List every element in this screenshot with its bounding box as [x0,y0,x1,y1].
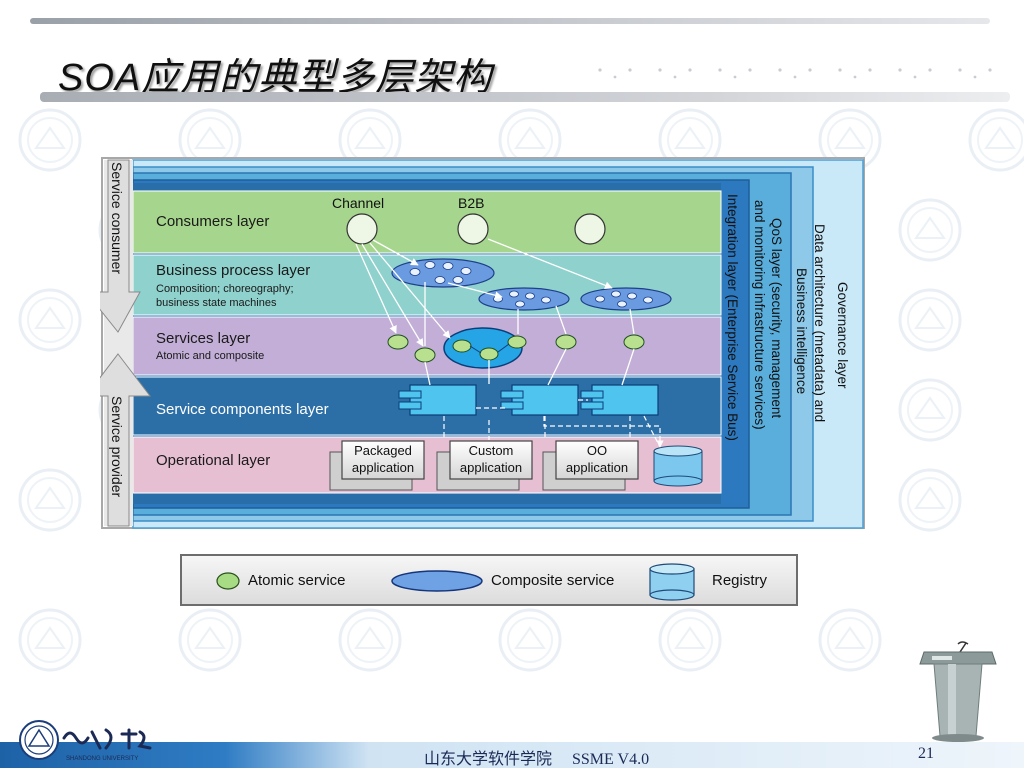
dashed-connectors [443,399,664,448]
atomic-service-legend-icon [216,572,240,590]
operational-layer-title: Operational layer [156,452,270,469]
channel-consumer [346,213,378,245]
qos-layer-label-line2: and monitoring infrastructure services) [752,200,767,430]
soa-layers-diagram: Service consumer Service provider Consum… [100,157,865,529]
services-layer-subtitle: Atomic and composite [156,350,264,362]
service-components-layer-title: Service components layer [156,401,329,418]
title-bar-bottom [40,92,1010,102]
connectors [355,238,635,386]
atomic-service-3 [555,334,577,350]
legend-registry: Registry [712,572,768,589]
legend-box: Atomic service Composite service Registr… [180,554,798,606]
integration-layer-label: Integration layer (Enterprise Service Bu… [725,194,740,441]
consumer-arrow [100,159,141,333]
process-composite-3 [580,287,672,311]
service-component-1 [398,384,477,416]
consumers-layer-title: Consumers layer [156,213,269,230]
oo-application-line2: application [566,460,628,475]
service-component-2 [500,384,579,416]
data-architecture-label-line2: Business intelligence [794,268,809,394]
footer-bar [0,742,1024,768]
process-composite-2 [478,287,570,311]
service-provider-label: Service provider [109,396,125,497]
channel-label: Channel [332,195,384,211]
atomic-service-4 [623,334,645,350]
other-consumer [574,213,606,245]
governance-layer-label: Governance layer [835,282,850,389]
university-logo: SHANDONG UNIVERSITY [19,720,152,762]
registry-legend-icon [649,563,695,601]
business-process-layer-subtitle-2: business state machines [156,297,277,309]
business-process-layer-subtitle: Composition; choreography; [156,283,294,295]
business-process-layer-title: Business process layer [156,262,310,279]
atomic-service-2 [414,347,436,363]
footer-center-text: 山东大学软件学院 SSME V4.0 [424,751,650,768]
service-component-3 [580,384,659,416]
logo-text: SHANDONG UNIVERSITY [66,756,138,762]
custom-application-line1: Custom [469,443,514,458]
oo-application-line1: OO [587,443,607,458]
packaged-application-line1: Packaged [354,443,412,458]
packaged-application-line2: application [352,460,414,475]
composite-service [443,327,527,369]
packaged-application: Packaged application [329,440,425,491]
legend-composite-service: Composite service [491,572,615,589]
registry-cylinder [653,445,703,487]
consumers-layer-row [132,190,722,254]
data-architecture-label-line1: Data architecture (metadata) and [812,224,827,422]
legend-atomic-service: Atomic service [248,572,346,589]
custom-application: Custom application [436,440,533,491]
provider-arrow [100,353,152,527]
oo-application: OO application [542,440,639,491]
process-composite-1 [391,258,495,288]
title-bar-top [30,18,990,24]
page-number: 21 [918,745,934,762]
b2b-label: B2B [458,195,484,211]
service-consumer-label: Service consumer [109,162,125,274]
atomic-service-1 [387,334,409,350]
qos-layer-label-line1: QoS layer (security, management [769,218,784,418]
b2b-consumer [457,213,489,245]
bottom-band [133,494,721,504]
custom-application-line2: application [460,460,522,475]
podium-icon [919,641,997,742]
top-band [133,183,721,190]
services-layer-title: Services layer [156,330,250,347]
title-dots-decoration [598,68,992,79]
composite-service-legend-icon [391,570,483,592]
